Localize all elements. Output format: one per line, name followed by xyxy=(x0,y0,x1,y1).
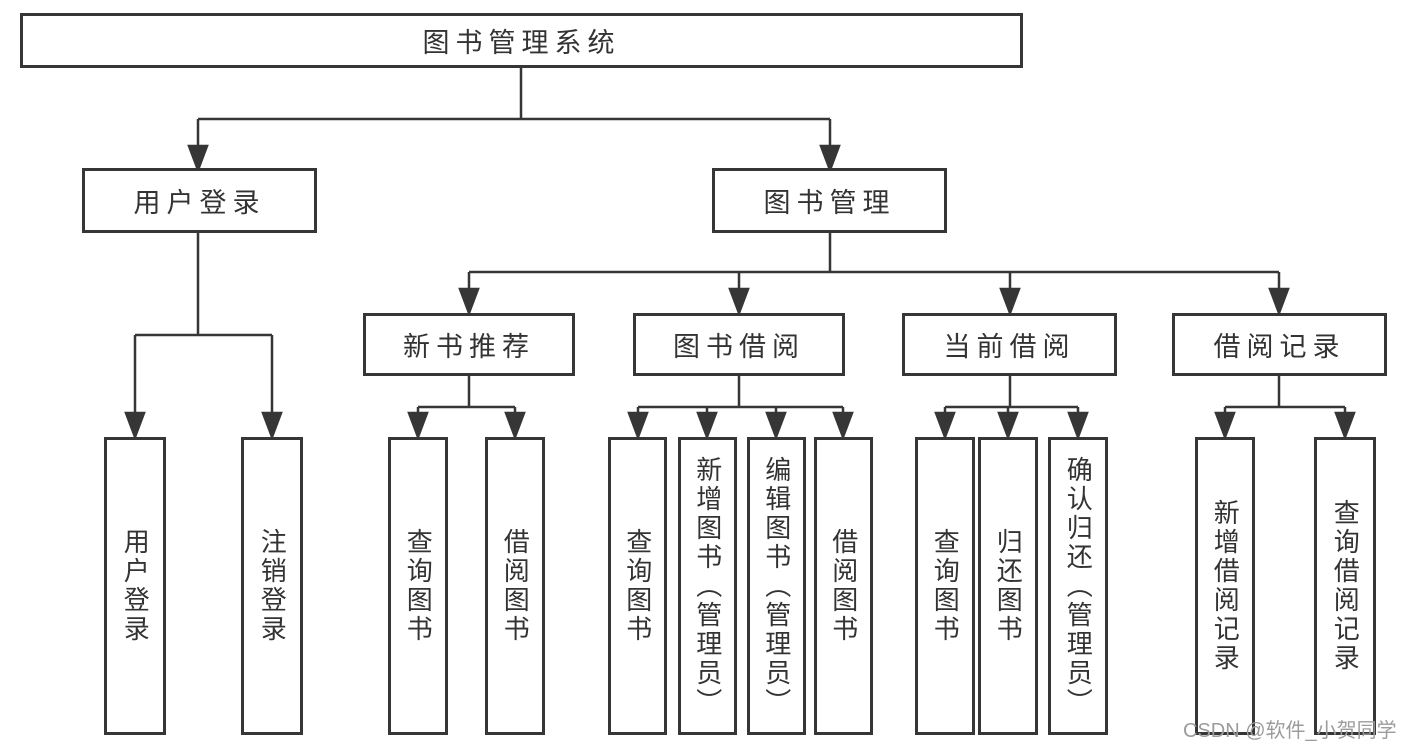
node-label: 用户登录 xyxy=(133,188,266,218)
node-leaf-query-books-2: 查询图书 xyxy=(608,437,667,735)
node-label: 确认归还（管理员） xyxy=(1063,455,1094,717)
connector-new-book-recommend-children xyxy=(407,376,526,441)
node-label: 查询图书 xyxy=(403,528,434,644)
node-label: 新书推荐 xyxy=(403,332,535,362)
node-label: 当前借阅 xyxy=(943,332,1076,362)
arrowhead xyxy=(627,411,649,441)
node-new-book-recommend: 新书推荐 xyxy=(363,313,575,376)
node-leaf-edit-books-admin: 编辑图书（管理员） xyxy=(747,437,806,735)
node-leaf-return-books: 归还图书 xyxy=(978,437,1038,735)
arrowhead xyxy=(1334,411,1356,441)
node-label: 借阅记录 xyxy=(1213,332,1346,362)
connector-book-borrow-children xyxy=(627,376,854,441)
node-label: 查询借阅记录 xyxy=(1330,499,1361,673)
node-leaf-add-borrow-record: 新增借阅记录 xyxy=(1195,437,1255,735)
node-label: 新增图书（管理员） xyxy=(692,455,723,717)
arrowhead xyxy=(934,411,956,441)
node-leaf-query-books-3: 查询图书 xyxy=(915,437,975,735)
arrowhead xyxy=(187,144,209,174)
node-label: 用户登录 xyxy=(120,528,151,644)
node-borrow-records: 借阅记录 xyxy=(1172,313,1387,376)
arrowhead xyxy=(832,411,854,441)
node-label: 借阅图书 xyxy=(500,528,531,644)
arrowhead xyxy=(261,411,283,441)
arrowhead xyxy=(458,287,480,317)
arrowhead xyxy=(696,411,718,441)
node-user-login: 用户登录 xyxy=(82,168,317,233)
node-leaf-query-borrow-record: 查询借阅记录 xyxy=(1314,437,1376,735)
node-label: 注销登录 xyxy=(257,528,288,644)
node-leaf-borrow-books-1: 借阅图书 xyxy=(485,437,545,735)
node-leaf-add-books-admin: 新增图书（管理员） xyxy=(678,437,737,735)
node-leaf-confirm-return-admin: 确认归还（管理员） xyxy=(1048,437,1108,735)
arrowhead xyxy=(765,411,787,441)
node-label: 借阅图书 xyxy=(828,528,859,644)
node-label: 归还图书 xyxy=(993,528,1024,644)
arrowhead xyxy=(1067,411,1089,441)
connector-root-to-level2 xyxy=(187,68,841,174)
node-leaf-logout: 注销登录 xyxy=(241,437,303,735)
connector-borrow-records-children xyxy=(1214,376,1356,441)
node-label: 图书借阅 xyxy=(673,332,805,362)
node-book-management: 图书管理 xyxy=(712,168,947,233)
connector-book-management-to-level3 xyxy=(458,233,1290,317)
arrowhead xyxy=(504,411,526,441)
node-root: 图书管理系统 xyxy=(20,13,1023,68)
arrowhead xyxy=(999,287,1021,317)
arrowhead xyxy=(1214,411,1236,441)
node-label: 图书管理 xyxy=(763,188,896,218)
arrowhead xyxy=(1268,287,1290,317)
node-leaf-user-login: 用户登录 xyxy=(104,437,166,735)
connector-user-login-children xyxy=(124,233,283,441)
arrowhead xyxy=(997,411,1019,441)
node-label: 查询图书 xyxy=(622,528,653,644)
node-label: 编辑图书（管理员） xyxy=(761,455,792,717)
arrowhead xyxy=(728,287,750,317)
node-book-borrow: 图书借阅 xyxy=(633,313,845,376)
node-leaf-borrow-books-2: 借阅图书 xyxy=(814,437,873,735)
node-label: 查询图书 xyxy=(930,528,961,644)
arrowhead xyxy=(819,144,841,174)
node-leaf-query-books-1: 查询图书 xyxy=(388,437,448,735)
watermark: CSDN @软件_小贺同学 xyxy=(1183,720,1397,742)
arrowhead xyxy=(124,411,146,441)
node-label: 图书管理系统 xyxy=(422,28,621,58)
node-current-borrow: 当前借阅 xyxy=(902,313,1117,376)
connector-current-borrow-children xyxy=(934,376,1089,441)
node-label: 新增借阅记录 xyxy=(1210,499,1241,673)
arrowhead xyxy=(407,411,429,441)
